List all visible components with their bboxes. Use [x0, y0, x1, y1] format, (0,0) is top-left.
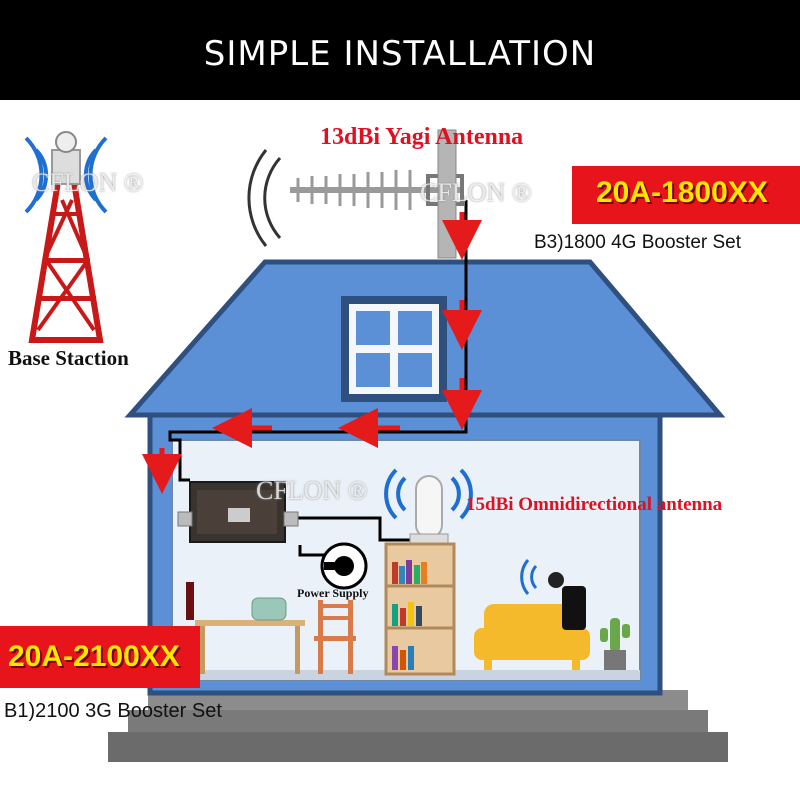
installation-diagram: [24, 129, 728, 762]
watermark: CFLON ®: [420, 178, 532, 207]
model-desc-top: B3)1800 4G Booster Set: [534, 232, 742, 253]
smartphone-icon: [520, 559, 586, 630]
table: [186, 582, 305, 674]
model-name-bottom: 20A-2100XX: [8, 640, 180, 673]
model-desc-bottom: B1)2100 3G Booster Set: [4, 700, 222, 722]
page-title: SIMPLE INSTALLATION: [203, 34, 597, 74]
roof-window: [341, 296, 447, 402]
signal-booster-device: [177, 481, 299, 543]
bookshelf: [384, 542, 456, 676]
chair: [314, 600, 356, 674]
watermark: CFLON ®: [32, 168, 144, 197]
base-station-label: Base Staction: [8, 346, 129, 370]
omni-cable: [285, 516, 420, 542]
watermark: CFLON ®: [256, 476, 368, 505]
yagi-antenna-label: 13dBi Yagi Antenna: [320, 124, 524, 150]
omni-antenna-icon: [384, 468, 473, 545]
model-name-top: 20A-1800XX: [596, 176, 768, 209]
cactus-plant: [600, 618, 630, 670]
omni-antenna-label: 15dBi Omnidirectional antenna: [466, 494, 723, 515]
header-bar: [0, 0, 800, 100]
power-plug-icon: [320, 542, 368, 590]
power-cable: [298, 545, 325, 557]
foundation: [108, 690, 728, 762]
cell-tower-icon: [24, 131, 108, 343]
model-banner-top: [572, 166, 800, 224]
signal-flow-arrows: [142, 212, 482, 494]
power-supply-label: Power Supply: [297, 586, 369, 600]
sofa: [474, 604, 590, 670]
model-banner-bottom: [0, 626, 200, 688]
